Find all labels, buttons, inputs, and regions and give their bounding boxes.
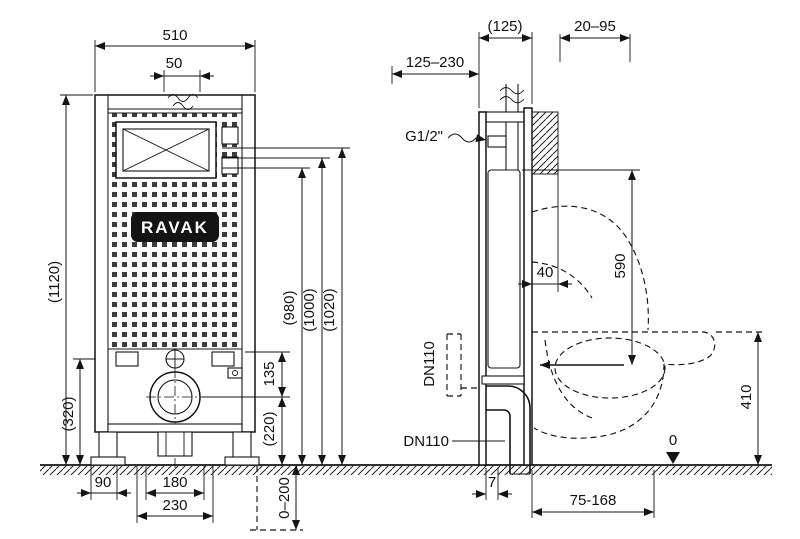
adjustable-legs	[90, 431, 260, 466]
dim-7: 7	[488, 474, 496, 491]
label-drain-upper: DN110	[421, 341, 438, 387]
dim-flush-width: 50	[166, 55, 183, 72]
side-view: (125) 20–95 125–230 G1/2" 40 590	[391, 18, 764, 518]
flush-window	[115, 121, 239, 179]
dim-135: 135	[261, 361, 278, 386]
dim-depth-range: 125–230	[406, 54, 464, 71]
ground-line	[40, 464, 772, 475]
drain-stub	[157, 431, 193, 457]
dim-seat-height: 410	[738, 384, 755, 409]
front-view: RAVAK	[46, 27, 350, 531]
dim-front-width: 510	[162, 27, 187, 44]
label-water-connection: G1/2"	[405, 128, 443, 145]
wall-section-hatch	[531, 111, 559, 175]
dim-base-height: (320)	[60, 396, 77, 431]
dim-90: 90	[95, 474, 112, 491]
side-dimensions: (125) 20–95 125–230 G1/2" 40 590	[391, 18, 764, 518]
cistern-profile	[487, 169, 521, 369]
lower-fittings	[107, 349, 243, 470]
dim-floor-range: 75-168	[570, 492, 617, 509]
dim-1020: (1020)	[321, 288, 338, 331]
frame-front-rail	[478, 111, 487, 466]
dim-1000: (1000)	[301, 288, 318, 331]
bracket-lower	[221, 156, 239, 175]
break-symbol	[172, 102, 194, 110]
bottom-rail	[107, 423, 243, 433]
break-symbol	[499, 96, 525, 104]
dim-220: (220)	[261, 411, 278, 446]
wc-bowl-outline	[531, 205, 716, 439]
dim-180: 180	[162, 474, 187, 491]
label-drain-lower: DN110	[403, 433, 449, 450]
drain-elbow	[481, 375, 531, 475]
brand-logo: RAVAK	[141, 218, 209, 237]
break-symbol	[499, 87, 525, 95]
dim-leg-adjust: 0–200	[276, 477, 293, 519]
front-dimensions: 510 50 (1120) (320) 135 (220)	[46, 27, 350, 531]
brand-logo-plate: RAVAK	[131, 212, 219, 242]
dim-depth: (125)	[487, 18, 522, 35]
break-symbol	[167, 94, 199, 102]
dim-590: 590	[612, 253, 629, 278]
dim-230: 230	[162, 497, 187, 514]
dim-overall-height: (1120)	[46, 261, 63, 303]
label-datum-zero: 0	[669, 432, 677, 449]
dim-40: 40	[537, 264, 554, 281]
bracket-upper	[221, 126, 239, 145]
datum-triangle	[666, 452, 680, 464]
dim-980: (980)	[281, 290, 298, 325]
water-inlet-stub	[487, 135, 507, 148]
dim-plate-range: 20–95	[574, 18, 616, 35]
water-connection-leader	[447, 133, 487, 143]
